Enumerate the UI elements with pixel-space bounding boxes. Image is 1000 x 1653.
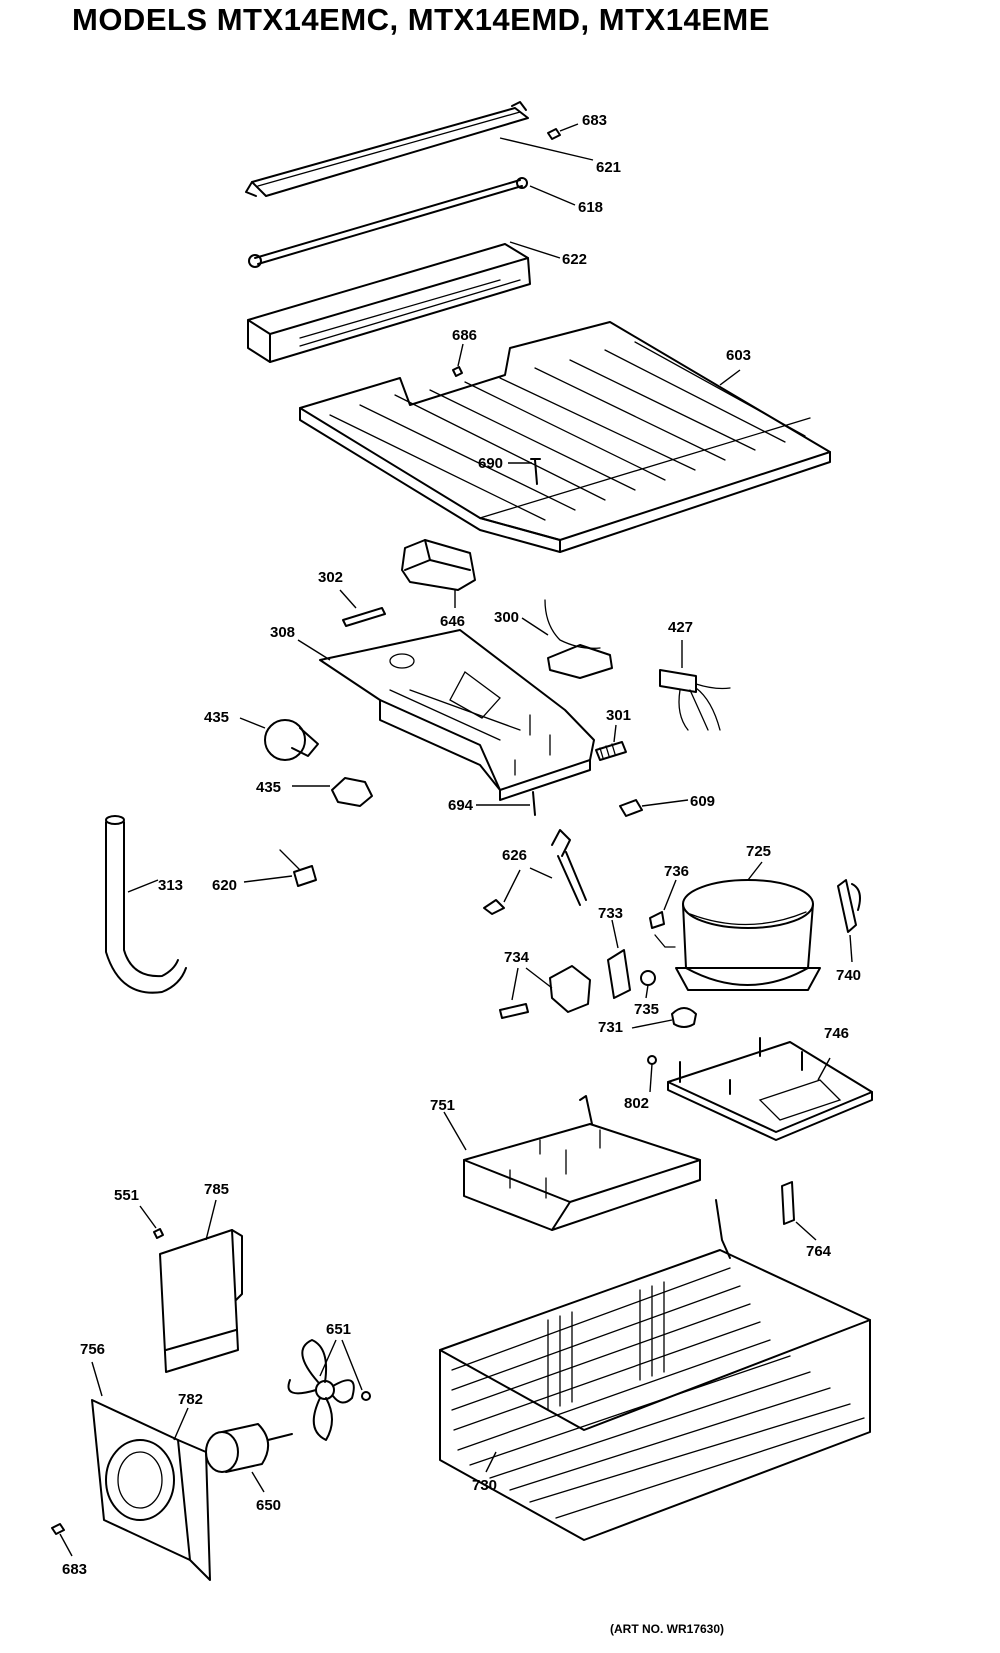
- part-435-socket: [292, 777, 373, 807]
- part-740-clip: [837, 879, 861, 963]
- part-764-part: [781, 1181, 817, 1241]
- callout-683-bottom: 683: [62, 1561, 87, 1578]
- part-782-part: [173, 1407, 189, 1441]
- part-650-motor: [205, 1423, 293, 1493]
- callout-435-socket: 435: [256, 779, 281, 796]
- callout-731: 731: [598, 1019, 623, 1036]
- part-618-rod: [248, 177, 576, 268]
- part-646-switch: [401, 539, 476, 608]
- part-300-thermostat: [521, 599, 613, 679]
- part-751-tray: [443, 1095, 701, 1231]
- part-734-part: [499, 965, 591, 1019]
- callout-626: 626: [502, 847, 527, 864]
- callout-730: 730: [472, 1477, 497, 1494]
- part-620-part: [243, 849, 317, 887]
- callout-300: 300: [494, 609, 519, 626]
- callout-618: 618: [578, 199, 603, 216]
- part-683-screw-bottom: [51, 1523, 73, 1557]
- callout-313: 313: [158, 877, 183, 894]
- callout-764: 764: [806, 1243, 832, 1260]
- part-736-part: [649, 879, 677, 948]
- part-427-harness: [659, 640, 731, 731]
- callout-735: 735: [634, 1001, 659, 1018]
- callout-736: 736: [664, 863, 689, 880]
- callout-609: 609: [690, 793, 715, 810]
- callout-651: 651: [326, 1321, 351, 1338]
- callout-620: 620: [212, 877, 237, 894]
- callout-690: 690: [478, 455, 503, 472]
- callout-435-bulb: 435: [204, 709, 229, 726]
- part-730-coils: [439, 1199, 871, 1541]
- part-694-screw: [476, 791, 536, 816]
- part-301-part: [595, 724, 627, 761]
- part-651-fan: [287, 1339, 371, 1441]
- part-683-screw-top: [547, 123, 579, 140]
- callout-646: 646: [440, 613, 465, 630]
- callout-782: 782: [178, 1391, 203, 1408]
- callout-802: 802: [624, 1095, 649, 1112]
- part-609-clip: [619, 799, 689, 817]
- callout-650: 650: [256, 1497, 281, 1514]
- part-308-housing: [297, 629, 595, 801]
- part-785-cover: [159, 1199, 243, 1373]
- callout-302: 302: [318, 569, 343, 586]
- part-802-screw: [647, 1055, 657, 1093]
- callout-427: 427: [668, 619, 693, 636]
- callout-621: 621: [596, 159, 621, 176]
- callout-694: 694: [448, 797, 474, 814]
- part-733-relay: [607, 919, 631, 999]
- part-626-wire: [483, 829, 587, 915]
- callout-686: 686: [452, 327, 477, 344]
- art-number: (ART NO. WR17630): [610, 1622, 725, 1636]
- page-title: MODELS MTX14EMC, MTX14EMD, MTX14EME: [72, 2, 770, 37]
- callout-746: 746: [824, 1025, 849, 1042]
- part-621-bar: [245, 101, 594, 197]
- callout-725: 725: [746, 843, 771, 860]
- callout-733: 733: [598, 905, 623, 922]
- part-302-pin: [339, 589, 386, 627]
- part-313-tube: [105, 815, 187, 994]
- callout-551: 551: [114, 1187, 139, 1204]
- callout-740: 740: [836, 967, 861, 984]
- part-622-channel: [247, 241, 561, 363]
- part-690-screw: [508, 458, 541, 485]
- callout-751: 751: [430, 1097, 455, 1114]
- part-725-compressor: [675, 861, 821, 991]
- callout-622: 622: [562, 251, 587, 268]
- part-746-plate: [667, 1037, 873, 1141]
- callout-683-top: 683: [582, 112, 607, 129]
- part-756-shroud: [91, 1361, 211, 1581]
- part-731-grommet: [631, 1007, 697, 1029]
- callout-603: 603: [726, 347, 751, 364]
- callout-756: 756: [80, 1341, 105, 1358]
- part-551-screw: [139, 1205, 164, 1239]
- part-735-part: [640, 970, 656, 999]
- part-435-bulb: [239, 717, 319, 761]
- part-686-screw: [452, 343, 464, 377]
- callout-734: 734: [504, 949, 530, 966]
- callout-785: 785: [204, 1181, 229, 1198]
- part-603-tray: [299, 321, 831, 553]
- callout-301: 301: [606, 707, 631, 724]
- callout-308: 308: [270, 624, 295, 641]
